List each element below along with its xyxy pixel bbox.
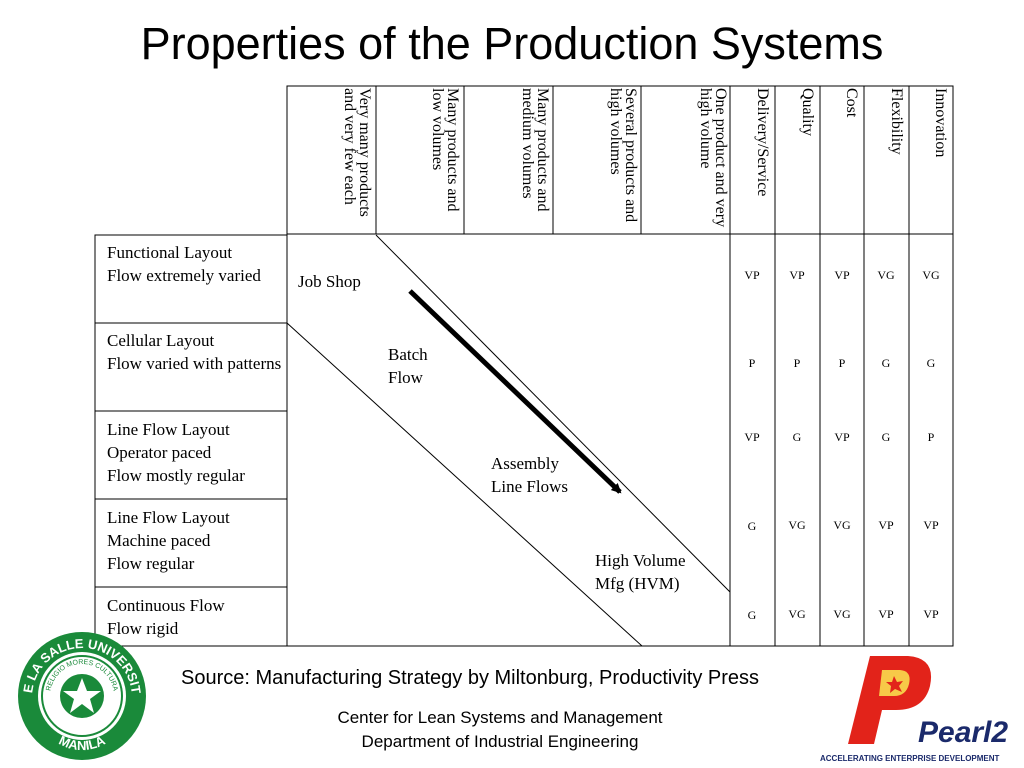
zone-job-shop: Job Shop [298, 272, 361, 291]
source-citation: Source: Manufacturing Strategy by Milton… [181, 667, 760, 689]
pearl2-logo: Pearl2 [848, 656, 1008, 749]
rating-cell: VG [788, 607, 806, 621]
rating-cell: VP [744, 430, 760, 444]
volume-header-5: One product and very high volume [697, 88, 729, 228]
volume-header-3: Many products and medium volumes [519, 88, 551, 212]
rating-cell: G [747, 519, 757, 533]
zone-high-volume: High Volume Mfg (HVM) [595, 551, 686, 593]
zone-batch-flow: Batch Flow [388, 345, 428, 387]
rating-cell: VG [922, 268, 940, 282]
rating-cell: VP [878, 518, 894, 532]
rating-cell: VG [877, 268, 895, 282]
seal-bottom-text: MANILA [57, 732, 108, 753]
row-label-functional: Functional Layout Flow extremely varied [107, 243, 261, 285]
rating-cell: G [881, 356, 891, 370]
volume-header-2: Many products and low volumes [429, 88, 461, 212]
volume-header-4: Several products and high volumes [607, 88, 639, 223]
rating-cell: VG [833, 518, 851, 532]
row-label-continuous: Continuous Flow Flow rigid [107, 596, 225, 638]
rating-cell: VP [834, 430, 850, 444]
rating-cell: P [927, 430, 935, 444]
rating-cell: P [748, 356, 756, 370]
rating-cell: VP [923, 518, 939, 532]
rating-cell: P [793, 356, 801, 370]
row-label-cellular: Cellular Layout Flow varied with pattern… [107, 331, 282, 373]
rating-cell: VP [923, 607, 939, 621]
zone-assembly-line: Assembly Line Flows [491, 454, 568, 496]
rating-cell: G [881, 430, 891, 444]
rating-cell: G [747, 608, 757, 622]
criteria-header-cost: Cost [843, 88, 860, 118]
footer-credits: Center for Lean Systems and Management D… [337, 708, 663, 751]
volume-arrow [408, 289, 622, 494]
rating-cell: VP [878, 607, 894, 621]
rating-cell: P [838, 356, 846, 370]
rating-cell: VP [834, 268, 850, 282]
dlsu-seal-logo: DE LA SALLE UNIVERSITY RELIGIO MORES CUL… [12, 628, 146, 760]
rating-cell: VG [788, 518, 806, 532]
row-label-line-operator: Line Flow Layout Operator paced Flow mos… [107, 420, 245, 485]
criteria-header-flexibility: Flexibility [888, 88, 905, 155]
rating-cell: VG [833, 607, 851, 621]
rating-cell: G [792, 430, 802, 444]
rating-cell: VP [789, 268, 805, 282]
rating-cell: G [926, 356, 936, 370]
svg-text:MANILA: MANILA [57, 732, 108, 753]
rating-cell: VP [744, 268, 760, 282]
page-title: Properties of the Production Systems [140, 18, 884, 69]
criteria-box [729, 85, 954, 647]
volume-header-1: Very many products and very few each [341, 88, 373, 217]
row-label-line-machine: Line Flow Layout Machine paced Flow regu… [107, 508, 230, 573]
pearl2-tagline: ACCELERATING ENTERPRISE DEVELOPMENT [820, 754, 1000, 763]
criteria-header-innovation: Innovation [932, 88, 949, 158]
criteria-header-quality: Quality [799, 88, 816, 136]
criteria-header-delivery: Delivery/Service [754, 88, 771, 197]
pearl2-wordmark: Pearl2 [918, 716, 1008, 749]
